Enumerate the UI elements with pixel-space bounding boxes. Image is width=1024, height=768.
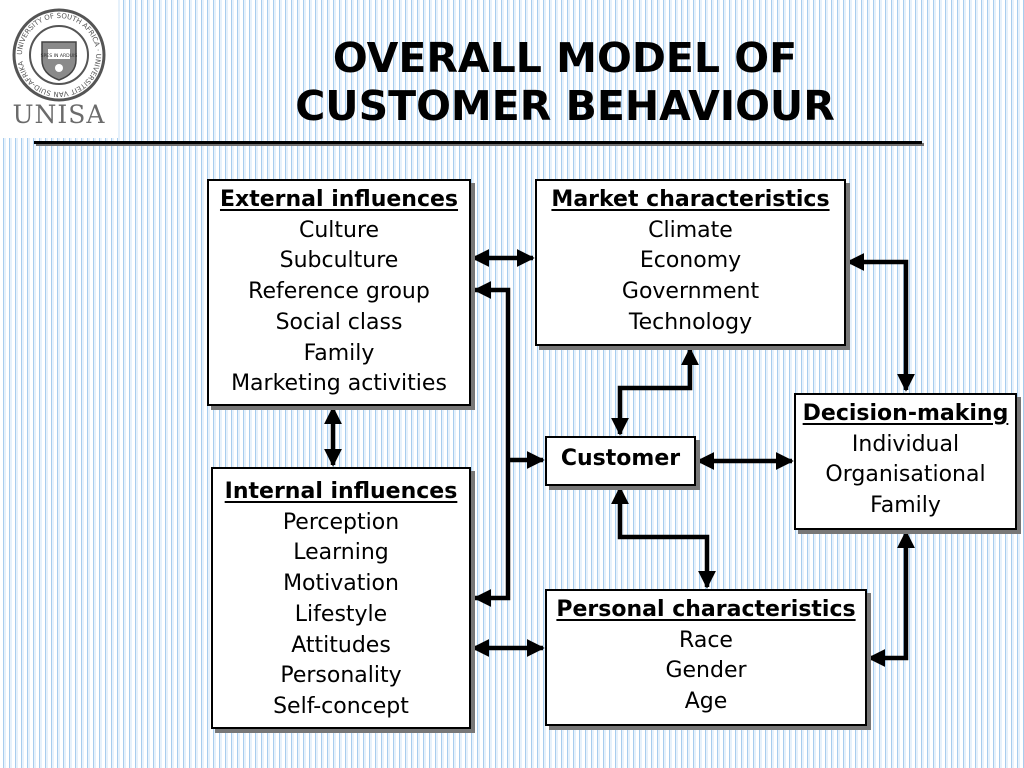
personal-characteristics-box: Personal characteristics Race Gender Age xyxy=(545,589,867,726)
market-characteristic-item: Government xyxy=(621,279,760,305)
arrow-market-customer xyxy=(611,347,699,436)
customer-heading: Customer xyxy=(560,446,681,471)
arrow-market-decision xyxy=(846,253,915,392)
personal-characteristics-heading: Personal characteristics xyxy=(556,597,856,622)
external-influence-item: Reference group xyxy=(248,279,430,305)
unisa-wordmark: UNISA xyxy=(12,100,106,129)
personal-characteristic-item: Age xyxy=(684,689,728,715)
decision-making-item: Organisational xyxy=(825,462,986,488)
external-influence-item: Subculture xyxy=(279,248,399,274)
seal-motto: SPES IN ARDUIS xyxy=(41,53,78,59)
market-characteristics-box: Market characteristics Climate Economy G… xyxy=(535,179,846,346)
external-influences-box: External influences Culture Subculture R… xyxy=(207,179,471,406)
internal-influences-heading: Internal influences xyxy=(224,479,458,504)
internal-influence-item: Attitudes xyxy=(291,632,391,658)
internal-influences-box: Internal influences Perception Learning … xyxy=(211,467,471,729)
internal-influence-item: Lifestyle xyxy=(294,601,388,627)
external-influences-heading: External influences xyxy=(219,187,459,212)
internal-influence-item: Learning xyxy=(293,540,389,566)
customer-box: Customer xyxy=(545,436,696,486)
internal-influence-item: Self-concept xyxy=(273,693,409,719)
external-influence-item: Family xyxy=(303,340,375,366)
page-title: OVERALL MODEL OF CUSTOMER BEHAVIOUR xyxy=(260,34,870,130)
internal-influence-item: Personality xyxy=(280,663,402,689)
market-characteristic-item: Economy xyxy=(639,248,742,274)
market-characteristic-item: Climate xyxy=(648,217,733,243)
external-influence-item: Social class xyxy=(275,309,403,335)
personal-characteristic-item: Gender xyxy=(665,658,747,684)
unisa-logo: UNIVERSITY OF SOUTH AFRICA · UNIVERSITEI… xyxy=(0,0,118,138)
page-title-line-2: CUSTOMER BEHAVIOUR xyxy=(295,82,835,130)
decision-making-item: Family xyxy=(870,493,941,519)
arrow-external-customer-internal xyxy=(473,281,511,607)
market-characteristic-item: Technology xyxy=(628,309,753,335)
internal-influence-item: Perception xyxy=(282,509,400,535)
decision-making-item: Individual xyxy=(851,431,960,457)
internal-influence-item: Motivation xyxy=(283,571,399,597)
decision-making-heading: Decision-making xyxy=(802,401,1009,426)
university-seal-icon: UNIVERSITY OF SOUTH AFRICA · UNIVERSITEI… xyxy=(12,8,106,102)
external-influence-item: Culture xyxy=(298,217,380,243)
decision-making-box: Decision-making Individual Organisationa… xyxy=(794,393,1017,530)
page-title-line-1: OVERALL MODEL OF xyxy=(332,34,798,82)
market-characteristics-heading: Market characteristics xyxy=(551,187,830,212)
title-underline xyxy=(34,141,922,144)
arrow-customer-personal xyxy=(611,486,716,589)
external-influence-item: Marketing activities xyxy=(231,371,447,397)
arrow-decision-personal xyxy=(867,530,915,667)
personal-characteristic-item: Race xyxy=(679,627,733,653)
